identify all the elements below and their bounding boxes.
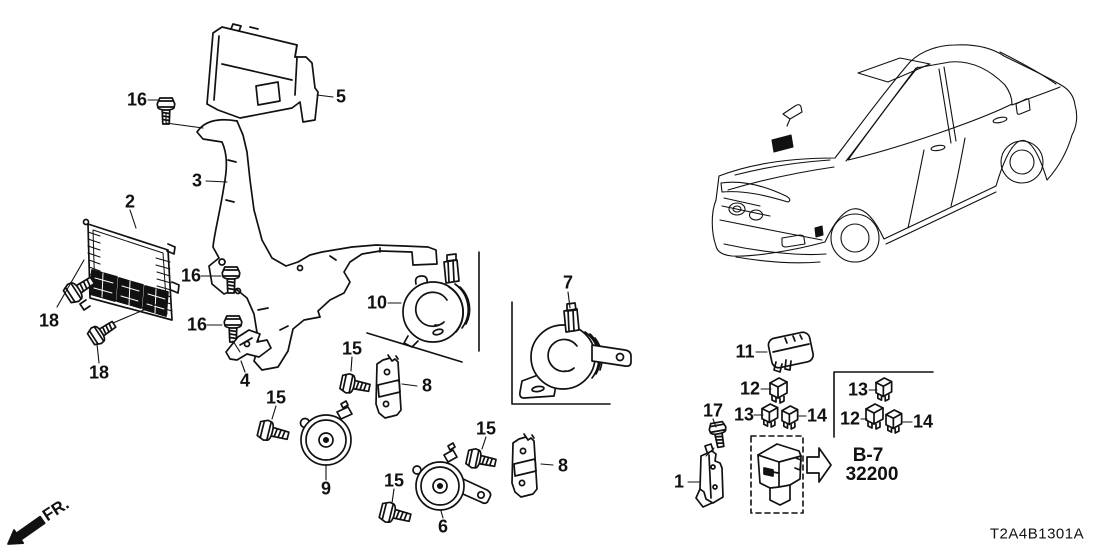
rear-wheel [1001, 141, 1043, 183]
bolt-15-a [338, 371, 373, 399]
callout-9: 9 [320, 478, 332, 499]
group-divider-lines [367, 252, 933, 437]
callout-15-c: 15 [383, 470, 405, 491]
rear-glass-line [1000, 52, 1056, 84]
callout-16-b: 16 [180, 265, 202, 286]
callout-5: 5 [335, 86, 347, 107]
front-door-cut [908, 150, 924, 228]
ecu-part-2-drawing [80, 220, 179, 321]
side-glass [848, 62, 1012, 160]
divider-horn10-diagonal [367, 333, 462, 362]
relay-part-13-a [761, 403, 779, 428]
bolt-15-c [377, 499, 414, 529]
callout-14-b: 14 [912, 411, 934, 432]
dashed-reference-box [751, 436, 803, 513]
relay-part-12-b [865, 403, 884, 430]
divider-relay-group [834, 372, 933, 437]
reference-code-line1: B-7 [852, 445, 884, 466]
bracket-part-8-a [375, 354, 402, 419]
b-pillar [939, 67, 956, 143]
front-wheel [831, 214, 879, 262]
horn-part-7-drawing [520, 303, 631, 398]
sunroof [858, 58, 930, 82]
callout-18-b: 18 [88, 362, 110, 383]
fog-light [782, 235, 805, 247]
car-illustration [712, 45, 1076, 263]
callout-2: 2 [124, 191, 136, 212]
front-door-handle [931, 144, 946, 151]
callout-16-c: 16 [186, 314, 208, 335]
fr-direction-arrow-icon [3, 513, 47, 550]
relay-part-13-b [875, 377, 893, 402]
grille-lines [722, 198, 770, 216]
bolt-18-b [85, 315, 120, 348]
relay-part-12-a [769, 377, 788, 404]
cover-part-5-drawing [207, 24, 318, 122]
callout-18-a: 18 [38, 310, 60, 331]
relay-part-11-drawing [767, 331, 814, 372]
relay-part-14-a [781, 405, 799, 430]
callout-11: 11 [735, 341, 755, 362]
horn-part-10-drawing [403, 254, 470, 347]
callout-15-a: 15 [341, 338, 363, 359]
bracket-part-4-drawing [226, 330, 271, 360]
hood-marker [772, 135, 793, 152]
hood-crease [728, 160, 834, 190]
callout-3: 3 [191, 170, 203, 191]
rocker-line [886, 192, 996, 244]
callout-12-a: 12 [739, 378, 761, 399]
callout-13-b: 13 [847, 379, 869, 400]
callout-7: 7 [562, 272, 574, 293]
callout-6: 6 [437, 516, 449, 537]
bracket-part-1-drawing [696, 444, 723, 507]
block-arrow-icon [807, 448, 831, 482]
callout-1: 1 [673, 471, 685, 492]
callout-4: 4 [239, 370, 251, 391]
relay-part-14-b [885, 409, 903, 434]
callout-8-b: 8 [557, 455, 569, 476]
bolt-15-b [255, 417, 292, 447]
front-bumper [720, 220, 826, 263]
callout-16-a: 16 [126, 89, 148, 110]
callout-13-a: 13 [733, 404, 755, 425]
rear-door-cut [951, 138, 965, 206]
main-relay-drawing [758, 444, 801, 505]
callout-17: 17 [702, 400, 724, 421]
bracket-part-8-b [511, 433, 538, 498]
side-mirror [783, 105, 802, 126]
leader-lines [57, 95, 912, 518]
callout-10: 10 [366, 292, 388, 313]
car-body-outline [712, 45, 1076, 256]
callout-14-a: 14 [806, 405, 828, 426]
divider-horn7 [512, 302, 610, 404]
rear-door-handle [993, 116, 1008, 124]
side-marker [815, 226, 823, 237]
callout-15-d: 15 [475, 418, 497, 439]
callout-15-b: 15 [265, 387, 287, 408]
diagram-code: T2A4B1301A [989, 525, 1085, 543]
fuel-door [1016, 99, 1030, 115]
bolt-15-d [464, 446, 499, 474]
horn-part-9-drawing [301, 401, 353, 465]
callout-12-b: 12 [839, 408, 861, 429]
grille-emblem [729, 203, 745, 215]
callout-8-a: 8 [421, 375, 433, 396]
horn-part-6-drawing [413, 443, 491, 510]
headlight [721, 182, 790, 202]
reference-code-line2: 32200 [845, 464, 899, 485]
